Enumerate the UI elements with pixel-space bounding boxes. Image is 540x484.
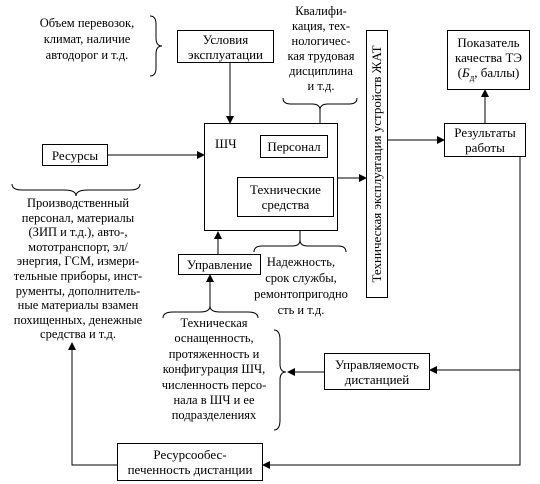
vertical-label-box — [366, 30, 388, 298]
quality-indicator-suffix: , баллы) — [474, 64, 520, 80]
brace-reliability — [253, 239, 347, 253]
controllability-box: Управляемость дистанцией — [324, 353, 430, 390]
brace-qualification — [282, 97, 358, 111]
quality-indicator-line1: Показатель — [457, 34, 520, 50]
brace-equipment-right — [273, 329, 287, 431]
reliability-note: Надежность, срок службы, ремонтопригодно… — [254, 255, 348, 317]
equipment-note: Техническая оснащенность, протяженность … — [161, 316, 267, 423]
personnel-box: Персонал — [260, 135, 328, 158]
arrow-results-to-controllability — [429, 157, 521, 374]
conditions-note: Объем перевозок, климат, наличие автодор… — [39, 16, 135, 62]
resource-provision-box: Ресурсообес- печенность дистанции — [117, 443, 263, 481]
qualification-note: Квалифи- кация, тех- нологичес- кая труд… — [287, 4, 355, 93]
quality-indicator-subscript: д — [469, 72, 475, 83]
quality-indicator-symbol: Б — [462, 64, 470, 80]
quality-indicator-line3: (Бд, баллы) — [457, 64, 520, 83]
resources-box: Ресурсы — [42, 144, 108, 166]
vertical-label: Техническая эксплуатация устройств ЖАТ — [369, 45, 384, 283]
shch-label: ШЧ — [215, 136, 237, 151]
quality-indicator-line2: качества ТЭ — [455, 49, 522, 65]
brace-resources — [11, 183, 141, 197]
technical-means-box: Технические средства — [237, 177, 334, 217]
operating-conditions-box: Условия эксплуатации — [177, 30, 274, 63]
work-results-box: Результаты работы — [444, 123, 526, 157]
arrow-resource-provision-to-resources-note — [68, 342, 117, 466]
quality-indicator-box: Показатель качества ТЭ (Бд, баллы) — [447, 30, 530, 90]
management-box: Управление — [178, 254, 261, 275]
resources-note: Производственный персонал, материалы (ЗИ… — [13, 196, 143, 342]
brace-conditions — [149, 15, 163, 77]
